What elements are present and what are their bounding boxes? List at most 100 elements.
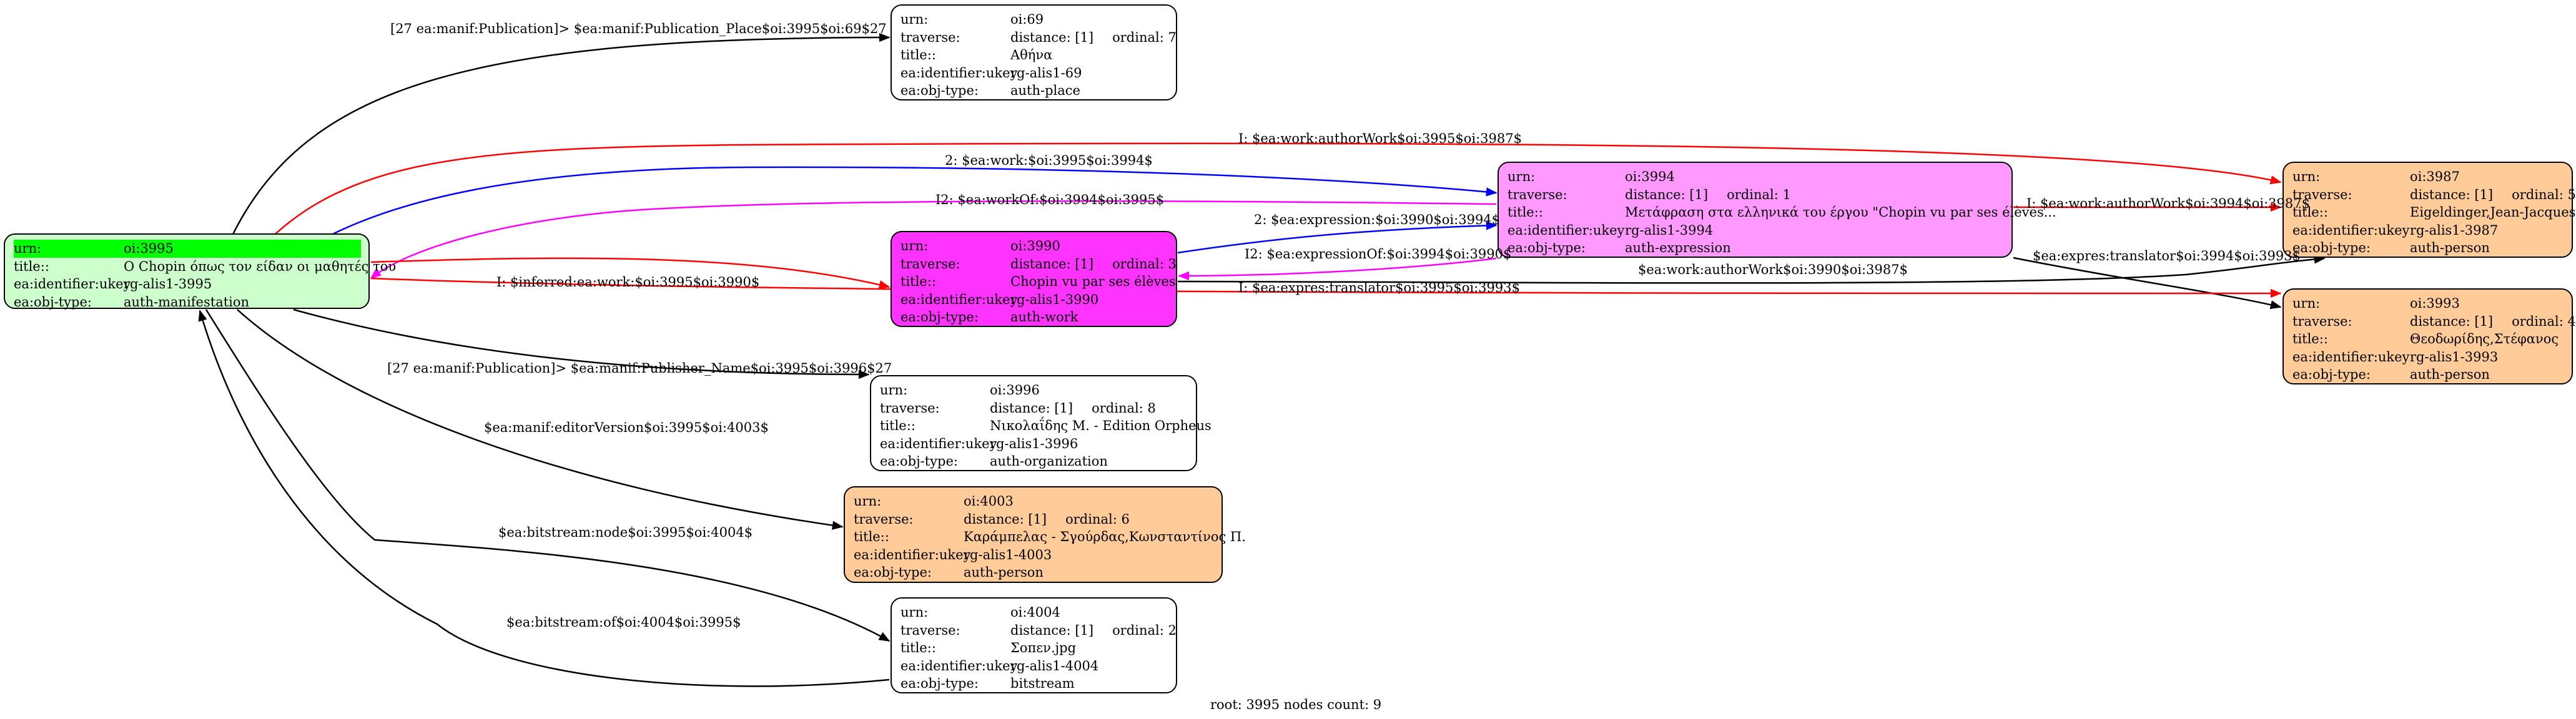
ukey-value: rg-alis1-3994 — [1625, 222, 1714, 238]
type-value: auth-person — [2410, 240, 2490, 255]
ordinal-value: ordinal: 6 — [1065, 511, 1130, 527]
type-key: ea:obj-type: — [880, 454, 958, 469]
edge-label-bitstream-of: $ea:bitstream:of$oi:4004$oi:3995$ — [506, 615, 741, 630]
ukey-key: ea:identifier:ukey — [2292, 349, 2410, 364]
type-key: ea:obj-type: — [2292, 367, 2371, 382]
traverse-key: traverse: — [901, 29, 960, 45]
distance-value: distance: [1] — [990, 400, 1073, 416]
ukey-key: ea:identifier:ukey — [2292, 222, 2410, 238]
distance-value: distance: [1] — [1010, 256, 1094, 271]
edge-label-expressionof: I2: $ea:expressionOf:$oi:3994$oi:3990$ — [1245, 247, 1512, 262]
type-value: bitstream — [1010, 676, 1075, 691]
urn-value: oi:3987 — [2410, 169, 2460, 184]
edge-editor — [237, 309, 844, 530]
distance-value: distance: [1] — [964, 511, 1047, 527]
ukey-key: ea:identifier:ukey — [14, 276, 131, 291]
title-key: title:: — [880, 418, 915, 433]
type-key: ea:obj-type: — [1508, 240, 1586, 255]
urn-value: oi:3995 — [124, 241, 174, 256]
type-value: auth-organization — [990, 454, 1108, 469]
edge-label-publisher: [27 ea:manif:Publication]> $ea:manif:Pub… — [387, 361, 892, 376]
node-oi-3993[interactable]: urn: oi:3993 traverse: distance: [1] ordina… — [2282, 288, 2576, 384]
edge-authorwork — [237, 142, 2282, 276]
title-key: title:: — [1508, 205, 1543, 220]
traverse-key: traverse: — [901, 256, 960, 271]
type-key: ea:obj-type: — [901, 676, 979, 691]
urn-key: urn: — [880, 383, 908, 398]
urn-value: oi:4004 — [1010, 605, 1060, 620]
root-urn-row: urn: oi:3995 — [14, 240, 361, 258]
ukey-key: ea:identifier:ukey — [901, 65, 1018, 81]
edge-bitof — [198, 310, 890, 687]
ukey-value: rg-alis1-3987 — [2410, 222, 2499, 238]
edge-label-bitstream-node: $ea:bitstream:node$oi:3995$oi:4004$ — [498, 525, 753, 540]
edge-label-expression: 2: $ea:expression:$oi:3990$oi:3994$ — [1254, 212, 1501, 227]
type-value: auth-work — [1010, 310, 1078, 325]
type-key: ea:obj-type: — [901, 310, 979, 325]
ordinal-value: ordinal: 3 — [1112, 256, 1177, 271]
title-value: Eigeldinger,Jean-Jacques — [2410, 205, 2576, 220]
edge-expression — [1177, 221, 1498, 254]
node-oi-4003[interactable]: urn:oi:4003 traverse:distance: [1]ordina… — [844, 486, 1246, 583]
title-key: title:: — [2292, 331, 2328, 346]
title-value: Μετάφραση στα ελληνικά του έργου "Chopin… — [1625, 205, 2056, 220]
type-value: auth-person — [964, 565, 1044, 580]
title-key: title:: — [854, 529, 889, 544]
distance-value: distance: [1] — [2410, 313, 2494, 329]
title-value: Καράμπελας - Σγούρδας,Κωνσταντίνος Π. — [964, 529, 1246, 544]
urn-value: oi:4003 — [964, 494, 1014, 509]
ukey-value: rg-alis1-3996 — [990, 436, 1078, 451]
title-value: Αθήνα — [1010, 47, 1053, 62]
node-oi-3996[interactable]: urn:oi:3996 traverse:distance: [1]ordina… — [870, 375, 1212, 471]
ordinal-value: ordinal: 4 — [2512, 313, 2576, 329]
ukey-value: rg-alis1-69 — [1010, 65, 1082, 81]
urn-value: oi:3993 — [2410, 296, 2460, 311]
title-key: title:: — [901, 640, 936, 655]
ukey-value: rg-alis1-4004 — [1010, 658, 1099, 673]
traverse-key: traverse: — [2292, 313, 2352, 329]
node-oi-3995[interactable]: urn:oi:3995 title::Ο Chopin όπως τον είδ… — [4, 233, 396, 310]
title-key: title:: — [901, 47, 936, 62]
edge-translator1 — [2013, 257, 2282, 310]
edge-expressionof — [1178, 257, 1497, 281]
distance-value: distance: [1] — [1010, 622, 1094, 638]
traverse-key: traverse: — [1508, 187, 1567, 202]
type-value: auth-place — [1010, 83, 1080, 98]
urn-key: urn: — [901, 238, 929, 253]
edge-label-publication-place: [27 ea:manif:Publication]> $ea:manif:Pub… — [390, 21, 887, 36]
edge-publisher — [293, 308, 870, 379]
ukey-key: ea:identifier:ukey — [901, 291, 1018, 307]
traverse-key: traverse: — [880, 400, 940, 416]
type-key: ea:obj-type: — [901, 83, 979, 98]
node-oi-69[interactable]: urn:oi:69 traverse:distance: [1]ordinal:… — [891, 4, 1177, 100]
title-value: Chopin vu par ses élèves — [1010, 274, 1176, 289]
node-oi-4004[interactable]: urn:oi:4004 traverse:distance: [1]ordina… — [891, 597, 1177, 693]
edge-label-workof: I2: $ea:workOf:$oi:3994$oi:3995$ — [935, 192, 1165, 207]
distance-value: distance: [1] — [1625, 187, 1709, 202]
urn-key: urn: — [901, 12, 929, 27]
urn-key: urn: — [854, 494, 882, 509]
edge-label-authorwork-3994: I: $ea:work:authorWork$oi:3994$oi:3987$ — [2026, 196, 2310, 211]
ukey-key: ea:identifier:ukey — [901, 658, 1018, 673]
node-oi-3994[interactable]: urn:oi:3994 traverse:distance: [1]ordina… — [1498, 162, 2056, 258]
type-key: ea:obj-type: — [2292, 240, 2371, 255]
title-key: title:: — [901, 274, 936, 289]
type-key: ea:obj-type: — [14, 294, 92, 310]
type-value: auth-person — [2410, 367, 2490, 382]
title-value: Σοπεν.jpg — [1010, 640, 1077, 655]
edge-place — [214, 32, 891, 276]
edge-label-authorwork: I: $ea:work:authorWork$oi:3995$oi:3987$ — [1238, 131, 1522, 146]
node-oi-3990[interactable]: urn:oi:3990 traverse:distance: [1]ordina… — [891, 231, 1177, 327]
urn-key: urn: — [2292, 296, 2321, 311]
title-key: title:: — [14, 258, 49, 274]
title-value: Νικολαΐδης Μ. - Edition Orpheus — [990, 418, 1212, 433]
node-oi-3987[interactable]: urn:oi:3987 traverse:distance: [1]ordina… — [2282, 162, 2576, 258]
ordinal-value: ordinal: 5 — [2512, 187, 2576, 202]
edge-inferred — [370, 257, 891, 290]
distance-value: distance: [1] — [2410, 187, 2494, 202]
title-key: title:: — [2292, 205, 2328, 220]
edge-label-editor-version: $ea:manif:editorVersion$oi:3995$oi:4003$ — [484, 420, 769, 435]
urn-key: urn: — [14, 241, 42, 256]
urn-value: oi:69 — [1010, 12, 1044, 27]
